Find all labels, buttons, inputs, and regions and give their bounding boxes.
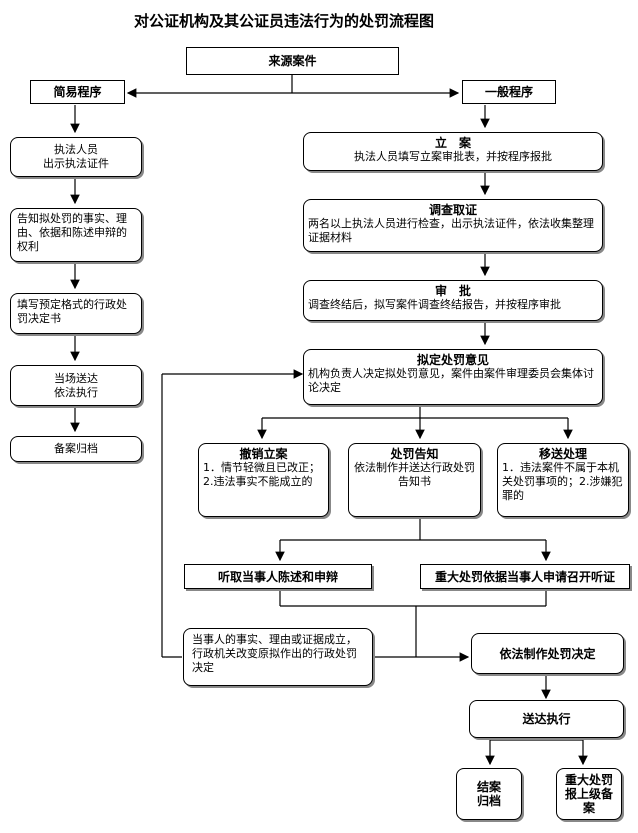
revoke-case-box: 撤销立案 1．情节轻微且已改正；2.违法事实不能成立的	[198, 443, 329, 517]
transfer-box: 移送处理 1．违法案件不属于本机关处罚事项的；2.涉嫌犯罪的	[497, 443, 629, 517]
simple-archive-box: 备案归档	[10, 436, 142, 462]
deliver-execute-box: 送达执行	[469, 700, 624, 738]
general-opinion-box: 拟定处罚意见 机构负责人决定拟处罚意见，案件由案件审理委员会集体讨论决定	[303, 349, 603, 405]
source-case-box: 来源案件	[186, 47, 399, 75]
transfer-body: 1．违法案件不属于本机关处罚事项的；2.涉嫌犯罪的	[502, 461, 623, 502]
revoke-case-title: 撤销立案	[239, 447, 288, 461]
general-approval-body: 调查终结后，拟写案件调查终结报告，并按程序审批	[308, 298, 561, 311]
transfer-title: 移送处理	[538, 447, 587, 461]
penalty-notice-title: 处罚告知	[390, 447, 439, 461]
change-decision-box: 当事人的事实、理由或证据成立，行政机关改变原拟作出的行政处罚决定	[183, 628, 373, 686]
general-filing-box: 立 案 执法人员填写立案审批表，并按程序报批	[303, 132, 603, 171]
penalty-notice-box: 处罚告知 依法制作并送达行政处罚告知书	[348, 443, 481, 517]
general-approval-title: 审 批	[434, 284, 471, 298]
general-investigation-body: 两名以上执法人员进行检查，出示执法证件，依法收集整理证据材料	[308, 217, 594, 244]
simple-procedure-box: 简易程序	[30, 80, 125, 104]
general-procedure-box: 一般程序	[462, 80, 556, 104]
revoke-case-body: 1．情节轻微且已改正；2.违法事实不能成立的	[203, 461, 320, 488]
general-opinion-body: 机构负责人决定拟处罚意见，案件由案件审理委员会集体讨论决定	[308, 367, 594, 394]
general-approval-box: 审 批 调查终结后，拟写案件调查终结报告，并按程序审批	[303, 280, 603, 321]
hear-statement-box: 听取当事人陈述和申辩	[184, 564, 372, 589]
make-decision-box: 依法制作处罚决定	[471, 633, 624, 674]
penalty-notice-body: 依法制作并送达行政处罚告知书	[354, 461, 475, 488]
simple-fill-decision-box: 填写预定格式的行政处罚决定书	[10, 293, 142, 334]
simple-notify-box: 告知拟处罚的事实、理由、依据和陈述申辩的权利	[10, 208, 142, 262]
general-investigation-title: 调查取证	[428, 203, 477, 217]
simple-show-id-box: 执法人员 出示执法证件	[10, 137, 142, 177]
report-superior-box: 重大处罚报上级备案	[556, 768, 622, 820]
general-filing-body: 执法人员填写立案审批表，并按程序报批	[354, 150, 552, 163]
hearing-request-box: 重大处罚依据当事人申请召开听证	[420, 564, 630, 589]
general-filing-title: 立 案	[434, 136, 471, 150]
simple-deliver-box: 当场送达 依法执行	[10, 365, 142, 406]
general-opinion-title: 拟定处罚意见	[416, 353, 489, 367]
close-archive-box: 结案 归档	[456, 768, 522, 820]
page-title: 对公证机构及其公证员违法行为的处罚流程图	[133, 12, 434, 30]
general-investigation-box: 调查取证 两名以上执法人员进行检查，出示执法证件，依法收集整理证据材料	[303, 199, 603, 252]
